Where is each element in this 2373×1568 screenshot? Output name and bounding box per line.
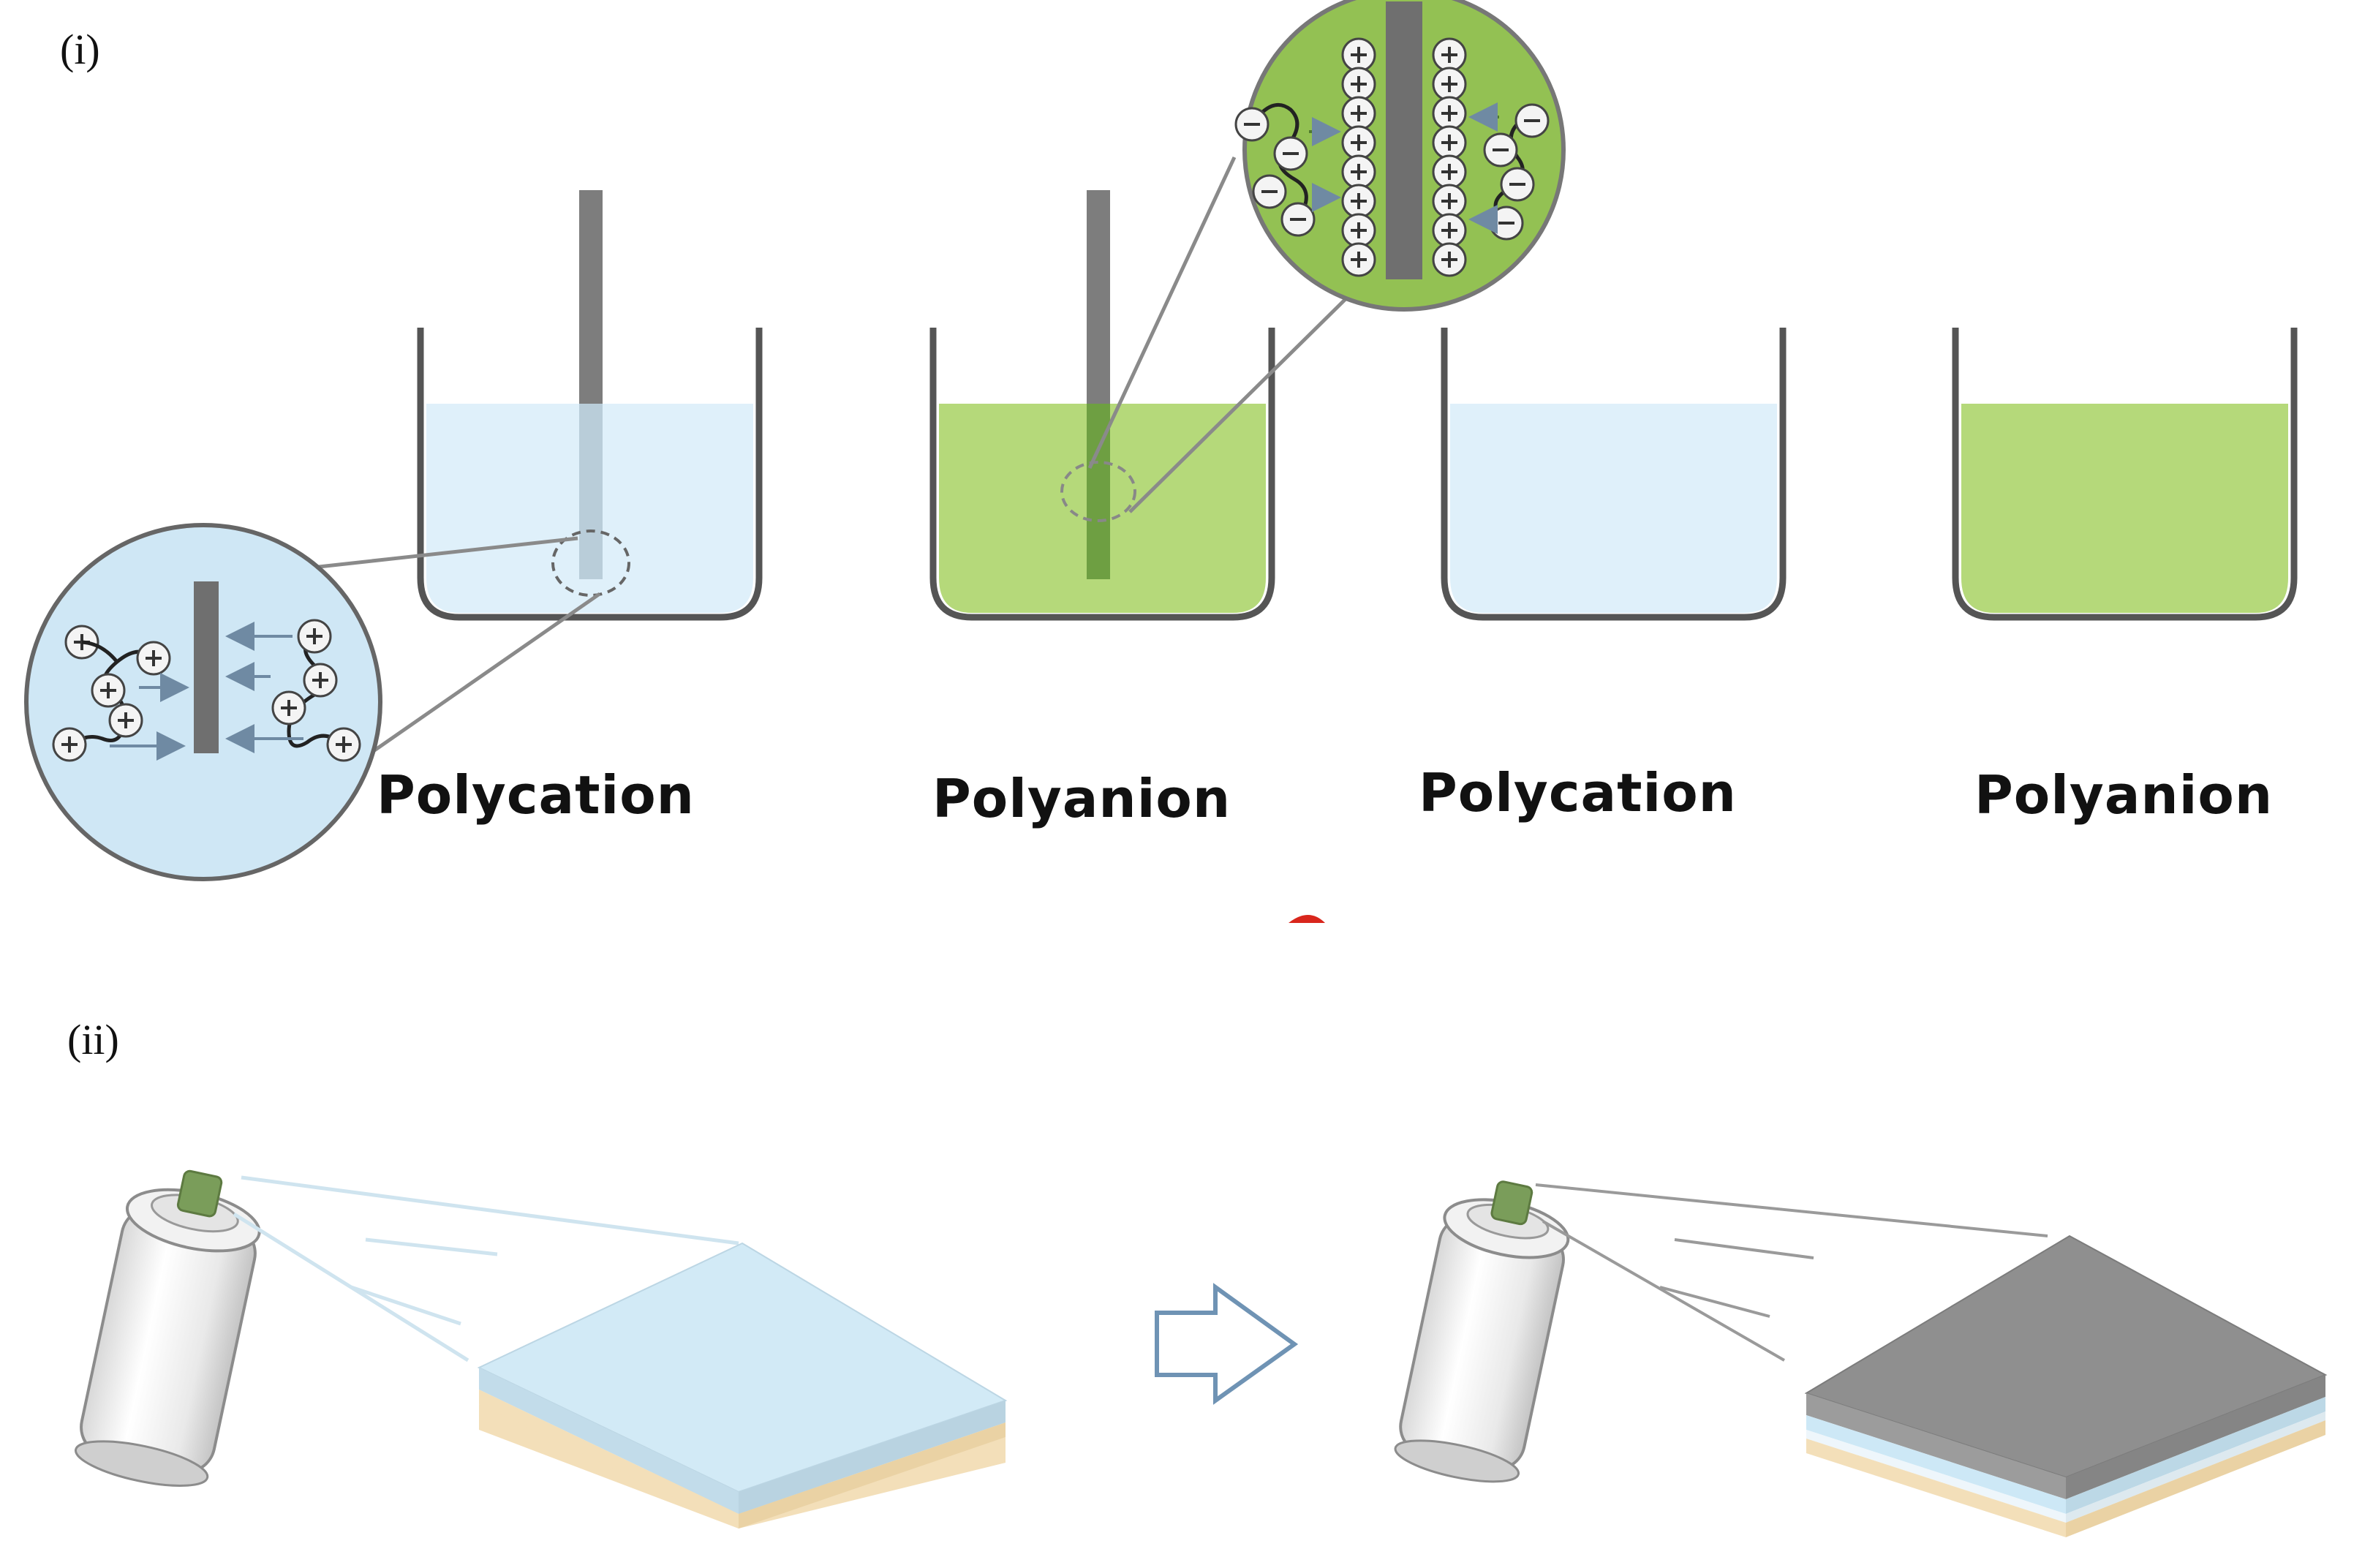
negative-charge-icon [1489,206,1524,241]
zoom-region [551,529,630,597]
negative-charge-icon [1273,136,1308,171]
positive-charge-icon [136,641,171,676]
positive-charge-icon [52,727,87,762]
negative-charge-icon [1280,202,1316,237]
spray-can-right [1394,1180,1570,1483]
spray-nozzle [1490,1180,1533,1226]
positive-charge-icon [326,727,361,762]
coated-substrate-two-layers [1804,1235,2328,1537]
beaker-polyanion-1 [929,190,1275,621]
beaker-label-polyanion-1: Polyanion [932,768,1231,829]
red-mark [1289,915,1325,923]
zoom-circle-polycation [24,523,382,881]
positive-charge-icon [303,663,338,698]
spray-nozzle [176,1169,223,1218]
beaker-label-polycation-2: Polycation [1419,762,1737,823]
right-arrow-icon [1155,1283,1299,1405]
panel-label-ii: (ii) [67,1016,119,1063]
beaker-label-polycation-1: Polycation [377,764,695,826]
panel-label-i: (i) [60,26,100,73]
positive-charge-icon [297,619,332,654]
negative-charge-icon [1500,167,1535,202]
beaker-polycation-1 [417,190,763,621]
negative-charge-icon [1514,103,1550,138]
positive-charge-icon [91,673,126,708]
negative-charge-icon [1252,174,1287,209]
positive-charge-icon [271,690,306,725]
substrate-rod [1087,190,1110,407]
zoom-region [1060,461,1136,522]
substrate-rod [579,190,603,407]
negative-charge-icon [1483,132,1518,167]
beaker-polyanion-2 [1952,328,2298,621]
positive-charge-icon [108,703,143,738]
spray-can-left [74,1169,261,1487]
coated-substrate-one-layer [477,1242,1008,1529]
beaker-polycation-2 [1441,328,1787,621]
beaker-label-polyanion-2: Polyanion [1974,764,2274,826]
negative-charge-icon [1234,107,1270,142]
zoom-circle-polyanion [1234,0,1566,312]
